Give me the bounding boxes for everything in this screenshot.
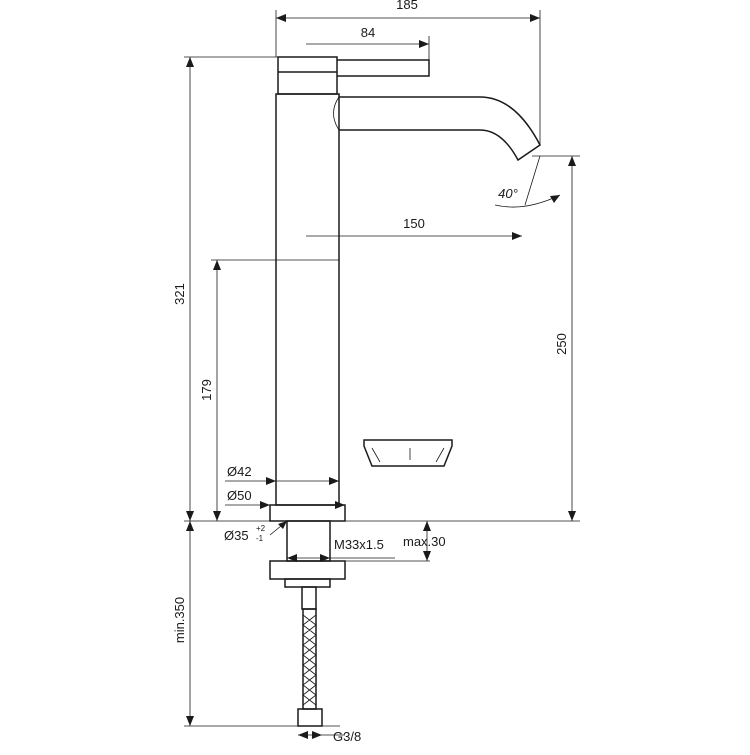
dim-diameter-50: Ø50 — [227, 488, 252, 503]
arrow — [550, 195, 560, 203]
faucet-body — [275, 93, 340, 506]
arrow — [512, 232, 522, 240]
arrow — [260, 501, 270, 509]
dim-overall-width: 185 — [396, 0, 418, 12]
dim-spout-reach: 150 — [403, 216, 425, 231]
aerator-ribs — [371, 447, 445, 463]
arrow — [213, 260, 221, 270]
aerator-detail — [363, 439, 453, 467]
hose-ferrule — [301, 586, 317, 610]
arrow — [276, 14, 286, 22]
hose-nut — [297, 708, 323, 727]
arrow — [213, 511, 221, 521]
arrow — [266, 477, 276, 485]
dim-thread: M33x1.5 — [334, 537, 384, 552]
arrow — [423, 521, 431, 531]
dim-tolerance-upper: +2 — [256, 524, 266, 533]
handle-cap — [277, 56, 338, 95]
threaded-shank — [286, 520, 331, 562]
dim-diameter-42: Ø42 — [227, 464, 252, 479]
hose-braid — [302, 614, 317, 706]
arrow — [287, 554, 297, 562]
dim-body-height: 179 — [199, 379, 214, 401]
arrow — [278, 521, 287, 529]
arrow — [186, 521, 194, 531]
arrow — [186, 511, 194, 521]
arrow — [568, 156, 576, 166]
fixing-washer — [284, 578, 331, 588]
dim-diameter-35: Ø35 — [224, 528, 249, 543]
handle-lever — [337, 59, 430, 77]
base-flange — [269, 504, 346, 522]
spout-joint — [333, 96, 340, 131]
fixing-nut — [269, 560, 346, 580]
spout — [339, 96, 541, 162]
dim-tolerance-lower: -1 — [256, 534, 264, 543]
dimension-labels: 185 84 150 321 179 250 40° Ø42 Ø50 Ø35 +… — [172, 0, 569, 744]
arrow — [298, 731, 308, 739]
dim-handle-offset: 84 — [361, 25, 375, 40]
arrow — [329, 477, 339, 485]
arrow — [320, 554, 330, 562]
arrow — [423, 551, 431, 561]
arrow — [186, 57, 194, 67]
faucet-outline — [269, 56, 541, 727]
dim-total-height: 321 — [172, 283, 187, 305]
dim-min-hose: min.350 — [172, 597, 187, 643]
arrow — [312, 731, 322, 739]
ext-angle — [524, 155, 541, 206]
arrow — [186, 716, 194, 726]
extension-lines — [184, 10, 580, 727]
dim-spout-height: 250 — [554, 333, 569, 355]
arrow — [335, 501, 345, 509]
dimension-lines — [186, 14, 576, 739]
arrow — [530, 14, 540, 22]
dim-spout-angle: 40° — [498, 186, 518, 201]
dim-hose-connector: G3/8 — [333, 729, 361, 744]
arrow — [419, 40, 429, 48]
dim-max-deck: max.30 — [403, 534, 446, 549]
arrow — [568, 511, 576, 521]
